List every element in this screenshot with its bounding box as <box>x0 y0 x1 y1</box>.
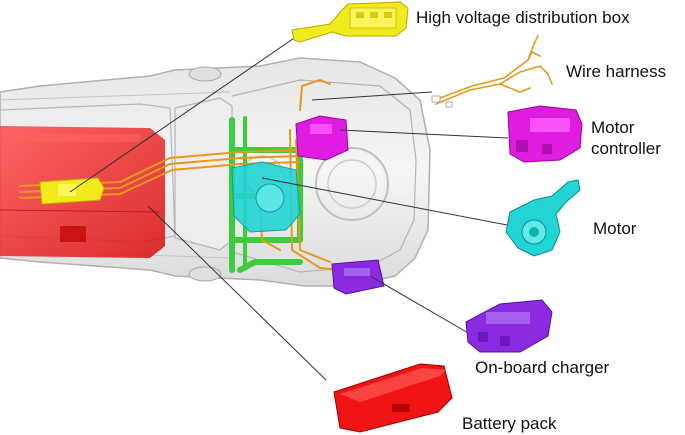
leader-line-onboard-charger <box>369 275 471 335</box>
onboard-charger-part <box>465 299 553 353</box>
motor-in-vehicle <box>231 161 301 233</box>
label-motor-controller: Motor controller <box>591 118 661 158</box>
motor-controller-part <box>507 105 583 163</box>
leader-line-wire-harness <box>311 91 433 101</box>
battery-pack-part <box>333 363 453 433</box>
label-onboard-charger: On-board charger <box>475 358 610 377</box>
label-motor: Motor <box>593 219 637 238</box>
onboard-charger-in-vehicle <box>331 259 385 295</box>
leader-line-motor-controller <box>339 129 509 139</box>
label-battery-pack: Battery pack <box>462 414 557 433</box>
label-hv-distribution-box: High voltage distribution box <box>416 8 630 27</box>
front-wheel-right <box>315 147 389 221</box>
motor-part <box>505 179 581 257</box>
label-wire-harness: Wire harness <box>566 62 667 81</box>
motor-controller-in-vehicle <box>295 115 349 161</box>
leader-line-battery-pack <box>147 205 327 381</box>
hv-distribution-box-part <box>291 1 409 43</box>
leader-line-motor <box>261 177 513 227</box>
leader-lines <box>69 33 513 381</box>
leader-line-hv-box <box>69 33 301 193</box>
wire-harness-part <box>431 35 553 108</box>
